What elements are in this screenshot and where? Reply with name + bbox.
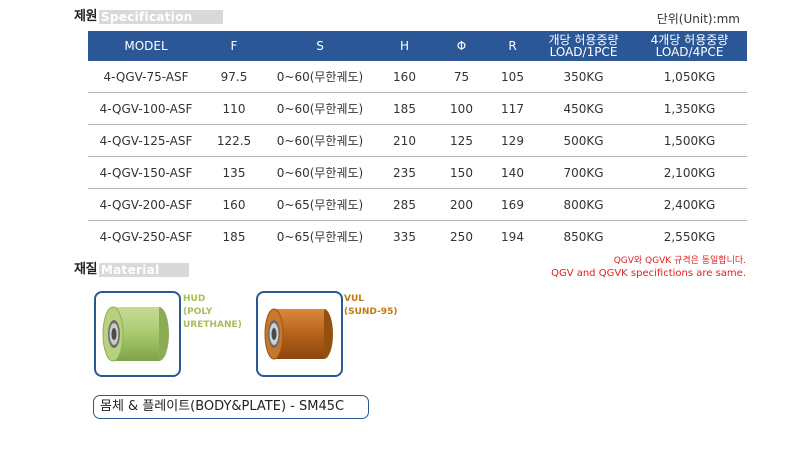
header-f: F <box>204 31 264 61</box>
table-row: 4-QGV-150-ASF 135 0~60(무한궤도) 235 150 140… <box>88 156 747 189</box>
cell-load1: 800KG <box>535 188 632 221</box>
header-load-1pce-kor: 개당 허용중량 <box>548 33 619 47</box>
cell-load1: 350KG <box>535 61 632 93</box>
cell-r: 169 <box>490 188 535 221</box>
cell-s: 0~65(무한궤도) <box>276 230 364 244</box>
cell-s: 0~65(무한궤도) <box>264 188 376 221</box>
cell-load4: 2,550KG <box>663 229 716 244</box>
spec-table: MODEL F S H Φ R 개당 허용중량 LOAD/1PCE 4개당 허용… <box>88 31 747 252</box>
material-label-vul: VUL (SUND-95) <box>344 293 397 319</box>
cell-phi: 100 <box>433 92 490 125</box>
material-card-vul <box>256 291 343 377</box>
header-load-4pce: 4개당 허용중량 LOAD/4PCE <box>632 31 747 61</box>
cell-phi: 75 <box>433 61 490 93</box>
spec-note: QGV와 QGVK 규격은 동일합니다. QGV and QGVK specif… <box>551 256 746 280</box>
table-row: 4-QGV-125-ASF 122.5 0~60(무한궤도) 210 125 1… <box>88 124 747 157</box>
cell-phi: 125 <box>433 124 490 157</box>
hud-label-line: HUD <box>183 294 206 304</box>
header-load-4pce-eng: LOAD/4PCE <box>655 45 724 59</box>
cell-r: 129 <box>490 124 535 157</box>
cell-model: 4-QGV-100-ASF <box>88 92 204 125</box>
cell-f: 110 <box>204 92 264 125</box>
material-label-hud: HUD (POLY URETHANE) <box>183 293 242 332</box>
cell-phi: 250 <box>450 229 473 244</box>
cell-f: 97.5 <box>204 61 264 93</box>
cell-r: 140 <box>490 156 535 189</box>
table-row: 4-QGV-200-ASF 160 0~65(무한궤도) 285 200 169… <box>88 188 747 221</box>
table-row: 4-QGV-75-ASF 97.5 0~60(무한궤도) 160 75 105 … <box>88 61 747 93</box>
cell-s: 0~60(무한궤도) <box>264 61 376 93</box>
cell-load4: 2,400KG <box>632 188 747 221</box>
cell-s: 0~60(무한궤도) <box>264 124 376 157</box>
cell-load1: 850KG <box>563 229 604 244</box>
table-row: 4-QGV-100-ASF 110 0~60(무한궤도) 185 100 117… <box>88 92 747 125</box>
hud-label-line: URETHANE) <box>183 320 242 330</box>
table-row: 4-QGV-250-ASF 185 0~65(무한궤도) 335 250 194… <box>88 221 747 253</box>
cell-load4: 1,050KG <box>632 61 747 93</box>
cell-h: 210 <box>376 124 433 157</box>
header-load-1pce-eng: LOAD/1PCE <box>549 45 618 59</box>
spec-section-title: 제원 Specification <box>74 5 223 24</box>
header-load-4pce-kor: 4개당 허용중량 <box>650 33 729 47</box>
body-plate-material: 몸체 & 플레이트(BODY&PLATE) - SM45C <box>93 395 369 419</box>
header-load-1pce: 개당 허용중량 LOAD/1PCE <box>535 31 632 61</box>
cell-r: 194 <box>501 229 524 244</box>
header-s: S <box>264 31 376 61</box>
cell-phi: 200 <box>433 188 490 221</box>
spec-title-eng: Specification <box>98 10 223 24</box>
cell-r: 105 <box>490 61 535 93</box>
vul-label-line: (SUND-95) <box>344 307 398 317</box>
cell-load4: 2,100KG <box>632 156 747 189</box>
material-title-eng: Material <box>98 263 190 277</box>
note-line-eng: QGV and QGVK specifictions are same. <box>551 268 746 279</box>
header-model: MODEL <box>88 31 204 61</box>
material-title-kor: 재질 <box>74 262 97 277</box>
unit-label: 단위(Unit):mm <box>656 12 740 26</box>
cell-h: 235 <box>376 156 433 189</box>
cell-f: 135 <box>204 156 264 189</box>
cell-load1: 450KG <box>535 92 632 125</box>
cell-load1: 500KG <box>535 124 632 157</box>
cell-f: 122.5 <box>204 124 264 157</box>
cell-h: 185 <box>376 92 433 125</box>
cell-s: 0~60(무한궤도) <box>264 92 376 125</box>
rubber-wheel-icon <box>264 308 333 360</box>
cell-h: 285 <box>376 188 433 221</box>
spec-title-kor: 제원 <box>74 9 97 24</box>
cell-model: 4-QGV-75-ASF <box>88 61 204 93</box>
cell-model: 4-QGV-200-ASF <box>88 188 204 221</box>
cell-load4: 1,500KG <box>632 124 747 157</box>
cell-model: 4-QGV-125-ASF <box>88 124 204 157</box>
cell-model: 4-QGV-150-ASF <box>88 156 204 189</box>
vul-label-line: VUL <box>344 294 365 304</box>
cell-load1: 700KG <box>535 156 632 189</box>
header-r: R <box>490 31 535 61</box>
cell-model: 4-QGV-250-ASF <box>99 229 193 244</box>
header-phi: Φ <box>433 31 490 61</box>
table-header-row: MODEL F S H Φ R 개당 허용중량 LOAD/1PCE 4개당 허용… <box>88 31 747 61</box>
cell-load4: 1,350KG <box>632 92 747 125</box>
cell-phi: 150 <box>433 156 490 189</box>
material-section-title: 재질 Material <box>74 258 190 277</box>
cell-h: 160 <box>376 61 433 93</box>
cell-f: 185 <box>222 229 246 244</box>
material-card-hud <box>94 291 181 377</box>
note-line-kor: QGV와 QGVK 규격은 동일합니다. <box>613 256 746 266</box>
cell-s: 0~60(무한궤도) <box>264 156 376 189</box>
cell-h: 335 <box>393 229 416 244</box>
header-h: H <box>376 31 433 61</box>
hud-label-line: (POLY <box>183 307 213 317</box>
cell-r: 117 <box>490 92 535 125</box>
urethane-wheel-icon <box>102 306 169 362</box>
cell-f: 160 <box>204 188 264 221</box>
